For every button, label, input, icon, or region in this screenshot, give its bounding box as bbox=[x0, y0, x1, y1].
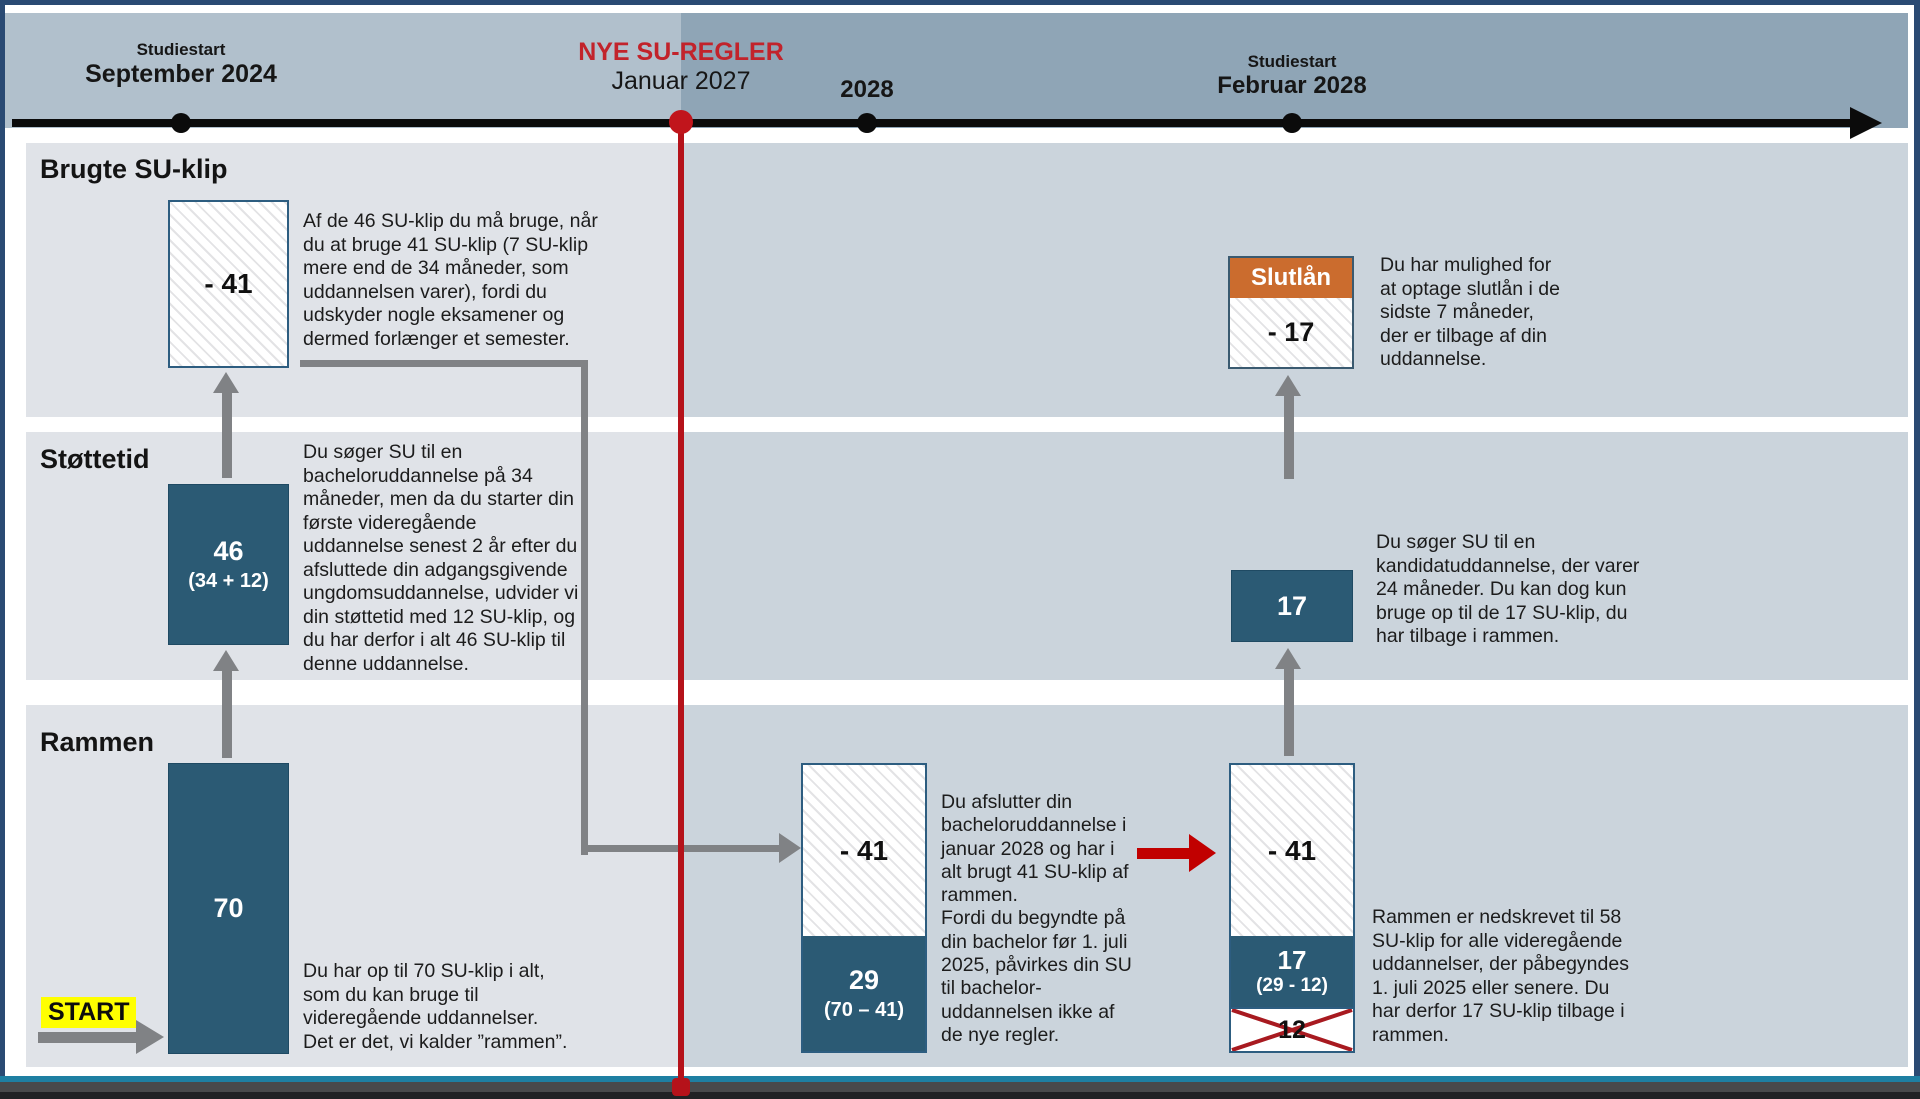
marker-2028-date: 2028 bbox=[840, 76, 894, 103]
timeline-arrow-icon bbox=[1850, 107, 1882, 139]
up-arrow-shaft bbox=[1284, 395, 1294, 479]
elbow-arrow-icon bbox=[779, 833, 801, 863]
band-rammen bbox=[26, 705, 1908, 1067]
marker-new-rules-date: Januar 2027 bbox=[611, 66, 751, 95]
frame-remaining-sub-feb2028: (29 - 12) bbox=[1256, 974, 1328, 996]
start-badge: START bbox=[41, 997, 137, 1028]
marker-feb2028-date: Februar 2028 bbox=[1217, 71, 1367, 99]
bottom-dark-strip bbox=[0, 1092, 1920, 1099]
elbow-connector-horizontal bbox=[300, 360, 588, 367]
marker-sep2024-date: September 2024 bbox=[85, 59, 277, 88]
support-time-note-feb2028: Du søger SU til en kandidatuddannelse, d… bbox=[1376, 531, 1640, 647]
up-arrow-shaft bbox=[222, 392, 232, 478]
up-arrow-icon bbox=[1275, 375, 1301, 396]
up-arrow-icon bbox=[213, 650, 239, 671]
frame-reduction-section: 12 bbox=[1231, 1007, 1353, 1051]
band-brugte-su-klip bbox=[26, 143, 1908, 417]
frame-remaining-section: 29 (70 – 41) bbox=[803, 936, 925, 1051]
page-border-top bbox=[0, 0, 1920, 5]
page-border-left bbox=[0, 0, 5, 1099]
frame-note-feb2028: Rammen er nedskrevet til 58 SU-klip for … bbox=[1372, 906, 1629, 1046]
final-loan-header: Slutlån bbox=[1230, 258, 1352, 298]
marker-sep2024-caption: Studiestart bbox=[136, 40, 226, 59]
final-loan-stack: Slutlån - 17 bbox=[1228, 256, 1354, 369]
frame-stack-jan2028: - 41 29 (70 – 41) bbox=[801, 763, 927, 1053]
timeline-banner bbox=[5, 13, 1908, 128]
marker-new-rules-caption: NYE SU-REGLER bbox=[578, 38, 784, 66]
new-rules-cutoff-line-end bbox=[672, 1078, 690, 1096]
frame-value: 70 bbox=[213, 893, 244, 924]
used-clips-note: Af de 46 SU-klip du må bruge, når du at … bbox=[303, 210, 598, 350]
up-arrow-shaft bbox=[1284, 668, 1294, 756]
timeline-dot-2028 bbox=[857, 113, 877, 133]
band-stottetid bbox=[26, 432, 1908, 680]
timeline-dot-new-rules bbox=[669, 110, 693, 134]
frame-remaining-section-feb2028: 17 (29 - 12) bbox=[1231, 936, 1353, 1007]
bottom-teal-strip bbox=[0, 1076, 1920, 1082]
final-loan-section: - 17 bbox=[1230, 298, 1352, 367]
red-arrow-shaft bbox=[1137, 848, 1189, 859]
band-label-brugte: Brugte SU-klip bbox=[40, 154, 228, 184]
marker-feb2028-caption: Studiestart bbox=[1247, 52, 1337, 71]
frame-stack-feb2028: - 41 17 (29 - 12) 12 bbox=[1229, 763, 1355, 1053]
support-time-value-feb2028: 17 bbox=[1276, 590, 1308, 621]
cross-x-icon bbox=[1231, 1009, 1353, 1051]
red-arrow-icon bbox=[1189, 834, 1216, 872]
up-arrow-icon bbox=[213, 372, 239, 393]
frame-used-section-feb2028: - 41 bbox=[1231, 765, 1353, 936]
support-time-box-feb2028: 17 bbox=[1231, 570, 1353, 642]
frame-used-section: - 41 bbox=[803, 765, 925, 936]
frame-box-sep2024: 70 bbox=[168, 763, 289, 1054]
up-arrow-shaft bbox=[222, 670, 232, 758]
band-label-rammen: Rammen bbox=[40, 727, 155, 757]
marker-2028: 2028 bbox=[840, 76, 893, 104]
band-label-stottetid: Støttetid bbox=[40, 444, 150, 474]
elbow-connector-vertical bbox=[581, 360, 588, 855]
support-time-box-sep2024: 46 (34 + 12) bbox=[168, 484, 289, 645]
final-loan-value: - 17 bbox=[1267, 317, 1315, 347]
timeline-dot-feb2028 bbox=[1282, 113, 1302, 133]
timeline-dot-sep2024 bbox=[171, 113, 191, 133]
final-loan-note: Du har mulighed for at optage slutlån i … bbox=[1380, 254, 1560, 371]
timeline-axis bbox=[12, 119, 1856, 127]
frame-reduction-value: 12 bbox=[1278, 1015, 1306, 1044]
page-border-right bbox=[1914, 0, 1920, 1099]
support-time-sub: (34 + 12) bbox=[188, 569, 269, 592]
bottom-gray-strip bbox=[0, 1082, 1920, 1092]
start-arrow-icon bbox=[136, 1020, 164, 1054]
frame-remaining-sub: (70 – 41) bbox=[823, 998, 905, 1021]
used-clips-box-sep2024: - 41 bbox=[168, 200, 289, 368]
marker-feb2028: Studiestart Februar 2028 bbox=[1217, 52, 1366, 99]
frame-note-sep2024: Du har op til 70 SU-klip i alt, som du k… bbox=[303, 960, 568, 1053]
up-arrow-icon bbox=[1275, 648, 1301, 669]
marker-sep2024: Studiestart September 2024 bbox=[85, 40, 277, 88]
new-rules-cutoff-line bbox=[678, 117, 684, 1083]
marker-new-rules: NYE SU-REGLER Januar 2027 bbox=[578, 38, 784, 96]
frame-remaining-value-feb2028: 17 bbox=[1277, 945, 1307, 976]
frame-used-value-feb2028: - 41 bbox=[1267, 834, 1317, 866]
used-clips-value: - 41 bbox=[204, 268, 253, 299]
start-arrow-shaft bbox=[38, 1032, 136, 1043]
frame-used-value: - 41 bbox=[839, 834, 889, 866]
frame-note-jan2028: Du afslutter din bacheloruddannelse i ja… bbox=[941, 791, 1132, 1046]
frame-remaining-value: 29 bbox=[848, 965, 880, 996]
support-time-value: 46 bbox=[213, 536, 244, 567]
support-time-note: Du søger SU til en bacheloruddannelse på… bbox=[303, 441, 579, 675]
